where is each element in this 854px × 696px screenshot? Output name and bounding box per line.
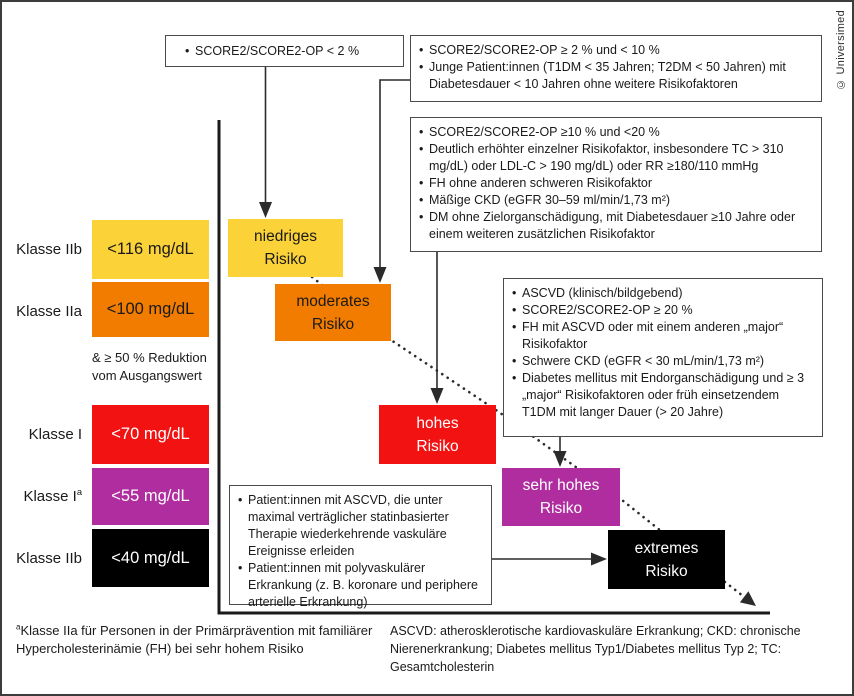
bullet-icon: • [512,320,517,334]
risk-label-line2: Risiko [264,251,307,268]
criteria-item: • Patient:innen mit polyvaskulärer Erkra… [238,560,483,611]
target-value-box-55: <55 mg/dL [92,468,209,525]
criteria-item: • Junge Patient:innen (T1DM < 35 Jahren;… [419,59,813,93]
bullet-icon: • [419,125,424,139]
bullet-icon: • [419,43,424,57]
criteria-text: SCORE2/SCORE2-OP ≥ 20 % [522,303,693,317]
criteria-text: FH mit ASCVD oder mit einem anderen „maj… [522,320,784,351]
criteria-box-low-risk: • SCORE2/SCORE2-OP < 2 % [165,35,404,67]
target-value-box-70: <70 mg/dL [92,405,209,464]
risk-label-line2: Risiko [645,562,688,580]
risk-label-line2: Risiko [539,500,583,517]
criteria-item: • Diabetes mellitus mit Endorganschädigu… [512,370,814,421]
criteria-item: • FH ohne anderen schweren Risikofaktor [419,175,813,192]
criteria-item: • ASCVD (klinisch/bildgebend) [512,285,814,302]
class-label-iia: Klasse IIa [16,303,82,320]
class-label-iib-bottom: Klasse IIb [16,550,82,567]
abbreviation-legend: ASCVD: atherosklerotische kardiovaskulär… [390,624,801,674]
risk-label-line1: extremes [634,539,699,557]
risk-label-line1: moderates [296,292,370,310]
criteria-text: Mäßige CKD (eGFR 30–59 ml/min/1,73 m²) [429,193,671,207]
risk-label-line2: Risiko [416,437,459,455]
criteria-box-extreme-risk: • Patient:innen mit ASCVD, die unter max… [229,485,492,609]
class-label-i: Klasse I [28,426,82,443]
criteria-text: Deutlich erhöhter einzelner Risikofaktor… [429,142,784,173]
class-label-i-a: Klasse Ia [23,487,82,505]
reduction-note: & ≥ 50 % Reduktion vom Ausgangswert [92,349,207,385]
criteria-text: SCORE2/SCORE2-OP ≥10 % und <20 % [429,125,660,139]
bullet-icon: • [512,371,517,385]
criteria-item: • DM ohne Zielorganschädigung, mit Diabe… [419,209,813,243]
criteria-text: Junge Patient:innen (T1DM < 35 Jahren; T… [429,60,786,91]
criteria-text: DM ohne Zielorganschädigung, mit Diabete… [429,210,796,241]
footnote: aKlasse IIa für Personen in der Primärpr… [16,622,373,656]
risk-label-line1: hohes [416,414,459,432]
arrowhead-very-high-risk [553,451,567,467]
criteria-item: • FH mit ASCVD oder mit einem anderen „m… [512,319,814,353]
bullet-icon: • [185,43,190,58]
risk-box-high: hohes Risiko [379,405,496,464]
bullet-icon: • [419,210,424,224]
criteria-text: SCORE2/SCORE2-OP < 2 % [195,43,360,58]
criteria-box-moderate-risk: • SCORE2/SCORE2-OP ≥ 2 % und < 10 % • Ju… [410,35,822,102]
criteria-item: • Patient:innen mit ASCVD, die unter max… [238,492,483,560]
risk-box-moderate: moderates Risiko [275,284,391,341]
criteria-text: Patient:innen mit polyvaskulärer Erkrank… [248,561,478,609]
criteria-text: Schwere CKD (eGFR < 30 mL/min/1,73 m²) [522,354,765,368]
footnote-text: Klasse IIa für Personen in der Primärprä… [16,623,373,656]
reduction-note-line1: & ≥ 50 % Reduktion [92,350,207,365]
class-label-iib-top: Klasse IIb [16,241,82,258]
bullet-icon: • [512,354,517,368]
risk-label-line1: sehr hohes [522,477,600,494]
criteria-box-very-high-risk: • ASCVD (klinisch/bildgebend) • SCORE2/S… [503,278,823,437]
target-value-box-40: <40 mg/dL [92,529,209,587]
arrowhead-high-risk [430,388,444,404]
arrow-moderate-risk [379,79,410,268]
criteria-item: • SCORE2/SCORE2-OP ≥10 % und <20 % [419,124,813,141]
criteria-item: • SCORE2/SCORE2-OP ≥ 2 % und < 10 % [419,42,813,59]
risk-box-low: niedriges Risiko [228,219,343,277]
bullet-icon: • [238,493,243,507]
bullet-icon: • [512,303,517,317]
risk-box-extreme: extremes Risiko [608,530,725,589]
target-value-box-100: <100 mg/dL [92,282,209,337]
criteria-text: FH ohne anderen schweren Risikofaktor [429,176,653,190]
criteria-text: ASCVD (klinisch/bildgebend) [522,286,683,300]
criteria-item: • Deutlich erhöhter einzelner Risikofakt… [419,141,813,175]
arrowhead-extreme-risk [591,552,607,566]
arrowhead-low-risk [259,202,272,218]
risk-box-very-high: sehr hohes Risiko [502,468,620,526]
bullet-icon: • [419,142,424,156]
target-value-box-116: <116 mg/dL [92,220,209,279]
criteria-text: Patient:innen mit ASCVD, die unter maxim… [248,493,449,558]
criteria-item: • Schwere CKD (eGFR < 30 mL/min/1,73 m²) [512,353,814,370]
criteria-item: • Mäßige CKD (eGFR 30–59 ml/min/1,73 m²) [419,192,813,209]
bullet-icon: • [512,286,517,300]
bullet-icon: • [419,176,424,190]
reduction-note-line2: vom Ausgangswert [92,368,202,383]
risk-gradient-arrowhead [739,591,756,606]
criteria-item: • SCORE2/SCORE2-OP ≥ 20 % [512,302,814,319]
risk-label-line1: niedriges [254,228,317,245]
bullet-icon: • [238,561,243,575]
bullet-icon: • [419,60,424,74]
criteria-text: Diabetes mellitus mit Endorganschädigung… [522,371,805,419]
risk-label-line2: Risiko [311,315,355,333]
criteria-box-high-risk: • SCORE2/SCORE2-OP ≥10 % und <20 % • Deu… [410,117,822,252]
criteria-item: • SCORE2/SCORE2-OP < 2 % [185,43,395,60]
arrowhead-moderate-risk [373,267,387,283]
copyright-label: © Universimed [835,10,847,91]
bullet-icon: • [419,193,424,207]
criteria-text: SCORE2/SCORE2-OP ≥ 2 % und < 10 % [429,43,660,57]
